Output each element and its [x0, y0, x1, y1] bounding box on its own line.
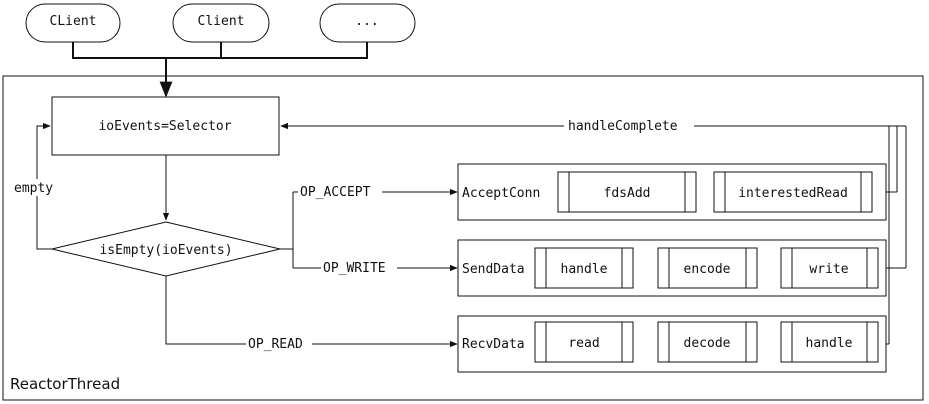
reactor-thread-label: ReactorThread	[10, 375, 120, 393]
interested-read-label: interestedRead	[738, 186, 848, 201]
decode-label: decode	[684, 336, 731, 351]
client-node-1: CLient	[25, 3, 121, 43]
send-handle-label: handle	[561, 262, 608, 277]
encode-label: encode	[684, 262, 731, 277]
fds-add-label: fdsAdd	[604, 186, 651, 201]
selector-label: ioEvents=Selector	[98, 119, 231, 134]
decision-node: isEmpty(ioEvents)	[51, 221, 281, 277]
read-label: read	[568, 336, 599, 351]
send-step-encode: encode	[657, 247, 758, 289]
client-node-3: ...	[319, 3, 416, 43]
op-accept-label: OP_ACCEPT	[300, 185, 371, 200]
client-node-2: Client	[172, 3, 270, 43]
client-label-1: CLient	[50, 14, 97, 29]
send-step-handle: handle	[534, 247, 634, 289]
client-label-3: ...	[355, 14, 378, 29]
recv-step-handle: handle	[780, 321, 879, 363]
write-label: write	[809, 262, 848, 277]
selector-node: ioEvents=Selector	[51, 96, 280, 156]
accept-conn-label: AcceptConn	[462, 186, 540, 201]
handle-complete-label: handleComplete	[568, 119, 678, 134]
accept-step-fds-add: fdsAdd	[557, 171, 697, 213]
recv-handle-label: handle	[806, 336, 853, 351]
recv-step-decode: decode	[657, 321, 758, 363]
send-data-handler: SendData handle encode write	[457, 239, 887, 297]
recv-data-handler: RecvData read decode handle	[457, 315, 887, 373]
op-read-arrow	[165, 276, 458, 348]
decision-label: isEmpty(ioEvents)	[99, 243, 232, 258]
client-label-2: Client	[198, 14, 245, 29]
op-read-label: OP_READ	[248, 337, 303, 352]
recv-data-label: RecvData	[462, 337, 525, 352]
empty-edge-label: empty	[14, 181, 53, 196]
send-data-label: SendData	[462, 262, 525, 277]
accept-step-interested-read: interestedRead	[713, 171, 873, 213]
send-step-write: write	[780, 247, 879, 289]
recv-step-read: read	[534, 321, 634, 363]
accept-conn-handler: AcceptConn fdsAdd interestedRead	[457, 163, 887, 221]
op-write-label: OP_WRITE	[323, 261, 386, 276]
